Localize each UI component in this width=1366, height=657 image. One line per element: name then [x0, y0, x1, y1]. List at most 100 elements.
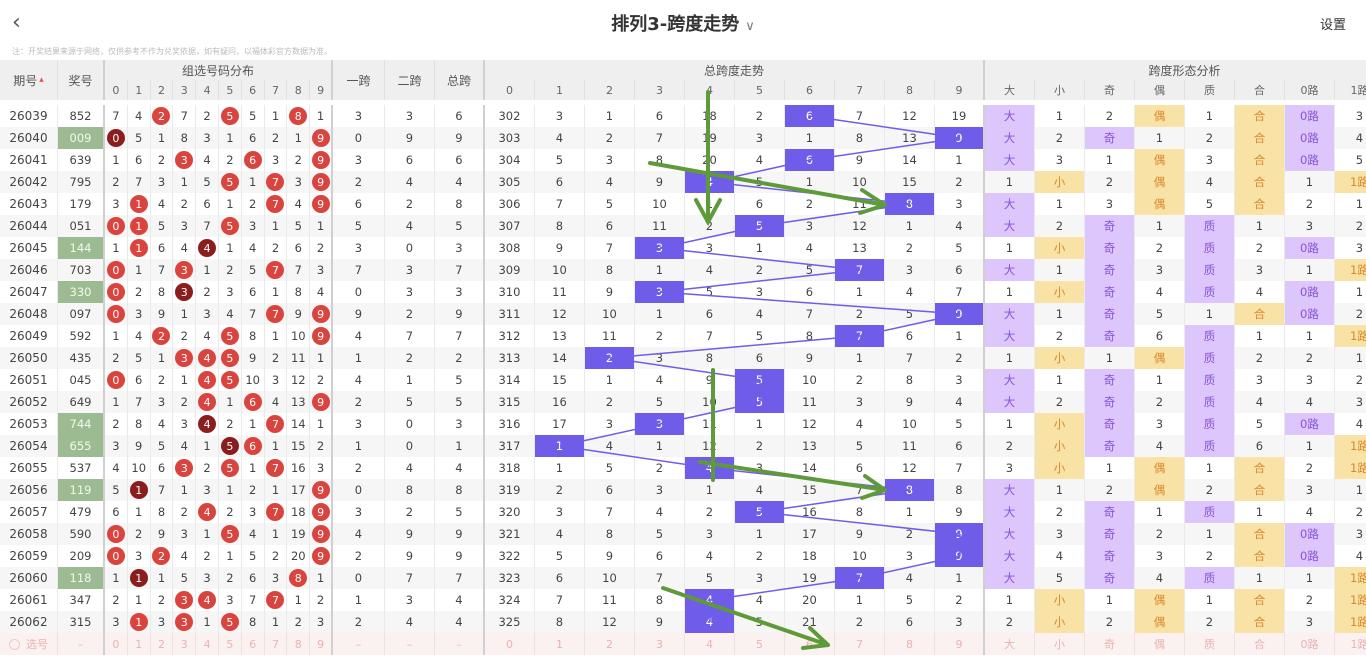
digit-dist-cell: 2 — [219, 259, 242, 281]
hit-ball: 9 — [311, 525, 330, 543]
footer-trend-select[interactable]: 3 — [635, 633, 685, 655]
footer-digit-select[interactable]: 3 — [173, 633, 197, 655]
footer-digit-select[interactable]: 0 — [105, 633, 128, 655]
back-chevron-icon[interactable]: ‹ — [12, 10, 21, 35]
trend-cell: 4 — [585, 171, 635, 193]
digit-dist-cell: 4 — [151, 193, 174, 215]
trend-cell: 3 — [635, 479, 685, 501]
footer-trend-select[interactable]: 4 — [685, 633, 735, 655]
trend-cell: 2 — [785, 193, 835, 215]
digit-dist-cell: 9 — [310, 523, 333, 545]
footer-trend-select[interactable]: 5 — [735, 633, 785, 655]
footer-trend-select[interactable]: 2 — [585, 633, 635, 655]
span2-cell: 2 — [385, 303, 435, 325]
digit-dist-cell: 5 — [242, 545, 265, 567]
trend-cell: 1 — [635, 435, 685, 457]
hit-ball: 0 — [106, 371, 125, 389]
digit-dist-cell: 0 — [105, 545, 128, 567]
sort-icon[interactable]: ▴ — [39, 75, 44, 85]
digit-dist-cell: 1 — [105, 149, 128, 171]
footer-digit-select[interactable]: 5 — [219, 633, 242, 655]
trend-cell: 5 — [535, 545, 585, 567]
shape-cell: 1 — [1035, 479, 1085, 501]
trend-cell: 8 — [635, 589, 685, 611]
footer-trend-select[interactable]: 6 — [785, 633, 835, 655]
hit-ball: 7 — [266, 459, 285, 477]
footer-shape-select[interactable]: 大 — [985, 633, 1035, 655]
trend-cell: 5 — [835, 435, 885, 457]
footer-trend-select[interactable]: 1 — [535, 633, 585, 655]
footer-digit-select[interactable]: 8 — [287, 633, 311, 655]
winning-number-cell: 330 — [58, 281, 105, 303]
footer-digit-select[interactable]: 2 — [151, 633, 174, 655]
page-title[interactable]: 排列3-跨度走势∨ — [0, 10, 1366, 36]
trend-cell: 2 — [735, 435, 785, 457]
footer-trend-select[interactable]: 0 — [485, 633, 535, 655]
footer-shape-select[interactable]: 合 — [1235, 633, 1285, 655]
chevron-down-icon[interactable]: ∨ — [745, 19, 755, 34]
digit-dist-cell: 15 — [287, 435, 311, 457]
footer-digit-select[interactable]: 9 — [310, 633, 333, 655]
total-span-cell: 7 — [435, 567, 485, 589]
issue-cell: 26057 — [0, 501, 58, 523]
col-issue[interactable]: 期号▴ — [0, 60, 58, 100]
footer-digit-select[interactable]: 4 — [196, 633, 219, 655]
footer-shape-select[interactable]: 奇 — [1085, 633, 1135, 655]
shape-cell: 4 — [1285, 391, 1335, 413]
footer-digit-select[interactable]: 1 — [128, 633, 151, 655]
trend-cell: 11 — [585, 325, 635, 347]
digit-dist-cell: 3 — [310, 611, 333, 633]
digit-dist-cell: 8 — [128, 413, 151, 435]
radio-icon[interactable] — [9, 638, 20, 650]
shape-cell: 0路 — [1284, 545, 1335, 567]
select-number-radio[interactable]: 选号 — [0, 633, 58, 655]
settings-button[interactable]: 设置 — [1319, 18, 1346, 33]
trend-cell: 3 — [785, 215, 835, 237]
footer-shape-select[interactable]: 偶 — [1135, 633, 1185, 655]
digit-dist-cell: 7 — [265, 303, 288, 325]
hit-ball: 3 — [175, 459, 194, 477]
footer-shape-select[interactable]: 质 — [1185, 633, 1235, 655]
footer-shape-select[interactable]: 小 — [1035, 633, 1085, 655]
footer-digit-select[interactable]: 6 — [242, 633, 265, 655]
footer-shape-select[interactable]: 0路 — [1285, 633, 1335, 655]
trend-cell: 8 — [685, 347, 735, 369]
footer-digit-select[interactable]: 7 — [265, 633, 288, 655]
shape-cell: 1 — [985, 237, 1035, 259]
trend-cell: 8 — [785, 325, 835, 347]
issue-cell: 26054 — [0, 435, 58, 457]
footer-trend-select[interactable]: 8 — [885, 633, 935, 655]
hit-ball: 2 — [152, 107, 171, 125]
footer-trend-select[interactable]: 7 — [835, 633, 885, 655]
footer-shape-select[interactable]: 1路 — [1335, 633, 1366, 655]
footer-trend-select[interactable]: 9 — [935, 633, 985, 655]
shape-cell: 1路 — [1334, 567, 1366, 589]
digit-dist-cell: 3 — [173, 413, 197, 435]
span2-cell: 4 — [385, 171, 435, 193]
